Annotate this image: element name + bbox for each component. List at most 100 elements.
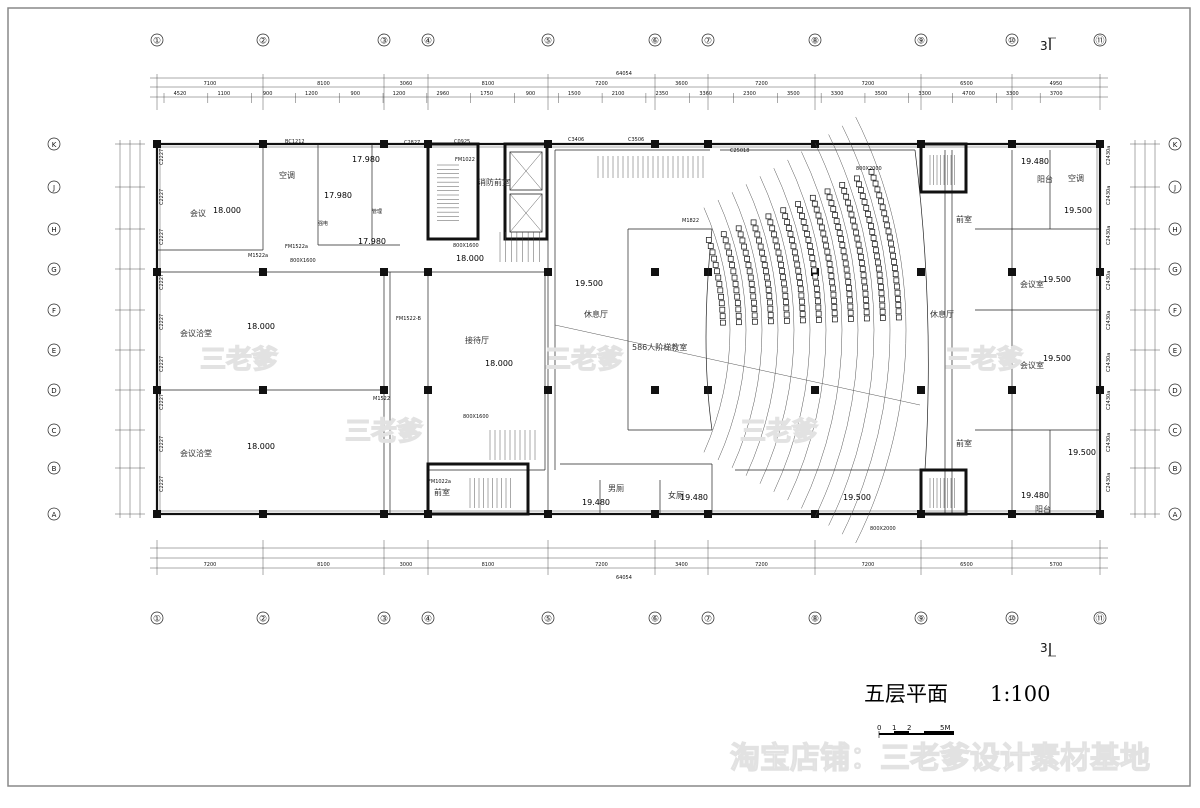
seat	[815, 304, 822, 311]
column	[651, 510, 659, 518]
axis-bubble	[47, 461, 61, 475]
fire-shutter-tag: 800X1600	[453, 243, 479, 249]
dimension-text: 1500	[568, 91, 581, 97]
seat	[709, 249, 716, 256]
seat	[793, 255, 799, 262]
seat	[895, 314, 902, 321]
column	[259, 268, 267, 276]
seat	[879, 315, 886, 321]
seat	[718, 293, 724, 300]
seat	[779, 268, 785, 274]
seat	[874, 186, 881, 193]
seat	[891, 259, 897, 265]
window-tag: C2430a	[1106, 146, 1112, 165]
seat	[733, 287, 740, 294]
dimension-text: 7200	[755, 562, 768, 568]
svg-text:三老爹: 三老爹	[200, 345, 278, 375]
axis-label: ⑧	[811, 615, 819, 625]
seat	[785, 225, 792, 231]
drawing-scale: 1:100	[990, 682, 1051, 706]
seat	[879, 302, 886, 309]
auditorium-seating	[703, 116, 907, 544]
axis-bubble	[1168, 180, 1182, 194]
seat	[845, 199, 851, 206]
axis-label: ②	[259, 615, 267, 625]
axis-label: K	[52, 141, 57, 149]
seat	[751, 312, 758, 319]
axis-label: ⑨	[917, 615, 925, 625]
seat-row-line	[745, 184, 779, 476]
seat	[797, 207, 803, 213]
seat	[850, 217, 856, 224]
dimension-text: 8100	[482, 81, 495, 87]
seat-row-line	[841, 125, 891, 535]
dimension-text: 8100	[317, 562, 330, 568]
dimension-text: 1100	[217, 91, 230, 97]
watermark: 三老爹 三老爹 三老爹 三老爹 三老爹 淘宝店铺：三老爹设计素材基地	[199, 344, 1150, 776]
seat	[824, 248, 831, 255]
seat	[804, 231, 810, 237]
axis-label: F	[52, 307, 56, 315]
window-tag: C2227	[159, 476, 165, 492]
seat	[870, 235, 877, 241]
seat	[846, 291, 853, 298]
seat	[817, 218, 824, 225]
dimension-text: 3060	[400, 81, 413, 87]
seat	[802, 224, 809, 231]
svg-text:1: 1	[892, 724, 896, 732]
seat	[832, 212, 838, 218]
axis-bubble	[47, 137, 61, 151]
seat	[799, 298, 805, 305]
window-tag: C0925	[454, 139, 470, 145]
seat	[826, 261, 833, 267]
seat	[888, 240, 894, 247]
seat-row-line	[828, 134, 875, 526]
seat	[816, 317, 822, 323]
room-elevation: 19.500	[1068, 448, 1096, 457]
axis-bubble	[47, 507, 61, 521]
seat	[863, 303, 870, 309]
seat	[840, 248, 847, 255]
seat	[843, 193, 850, 200]
axis-bubble	[1093, 33, 1107, 47]
seat	[798, 292, 805, 299]
svg-text:3: 3	[1040, 641, 1048, 655]
seat	[746, 268, 753, 275]
seat	[744, 256, 750, 262]
seat	[766, 293, 773, 300]
axis-label: ⑥	[651, 615, 659, 625]
seat	[735, 225, 742, 232]
seat	[787, 231, 794, 237]
column	[651, 268, 659, 276]
axis-bubble	[47, 222, 61, 236]
axis-label: J	[52, 184, 55, 192]
seat	[726, 249, 733, 256]
seat	[870, 174, 877, 181]
seat	[876, 271, 883, 278]
window-tag: C2227	[159, 274, 165, 290]
seat	[868, 168, 875, 175]
room-elevation: 19.500	[1043, 275, 1071, 284]
dimension-text: 900	[350, 91, 360, 97]
seat	[823, 242, 829, 249]
room-name: 消防前室	[478, 177, 510, 187]
seat	[857, 253, 864, 260]
seat	[895, 308, 902, 315]
dimension-text: 7200	[862, 81, 875, 87]
seat	[861, 278, 868, 285]
seat	[712, 262, 719, 268]
dimension-total: 64054	[616, 575, 632, 581]
elevator-cross	[509, 151, 543, 191]
seat	[862, 290, 869, 297]
seat	[806, 243, 813, 249]
seat-row-line	[717, 199, 747, 461]
scale-bar: 0 1 2 5M	[877, 724, 954, 738]
seat	[756, 237, 762, 244]
seat	[843, 266, 850, 273]
seat	[794, 261, 801, 268]
seat	[893, 277, 900, 284]
svg-text:三老爹: 三老爹	[345, 417, 423, 447]
room-labels: 会议 18.000 空调 会议洽堂 18.000 会议洽堂 18.000 消防前…	[180, 155, 1096, 514]
room-name: 阳台	[1035, 504, 1051, 514]
door-tag: FM1022a	[428, 479, 451, 485]
